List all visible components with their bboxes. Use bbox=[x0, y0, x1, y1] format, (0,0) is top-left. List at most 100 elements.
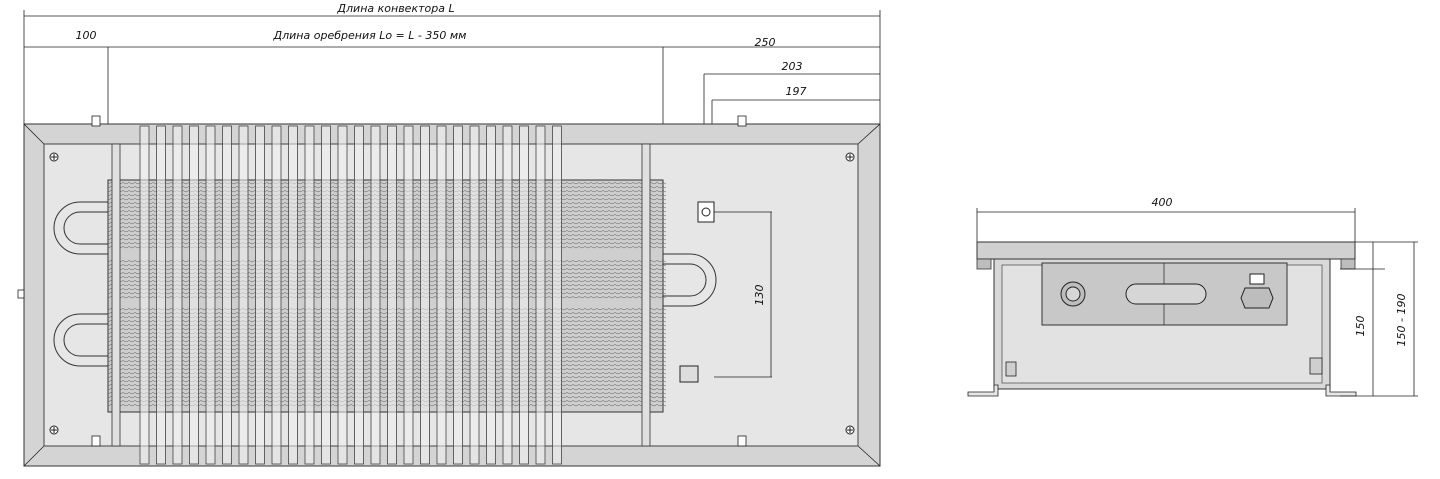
dim-right-250: 250 bbox=[755, 36, 776, 49]
fin-line bbox=[107, 190, 667, 193]
section-view: 400 150 150 - 190 bbox=[967, 196, 1418, 397]
bracket bbox=[737, 115, 747, 127]
grille-bar bbox=[238, 125, 249, 465]
fin-line bbox=[107, 332, 667, 335]
fin-line bbox=[107, 372, 667, 375]
screw-icon bbox=[49, 152, 59, 162]
fin-line bbox=[107, 344, 667, 347]
fin-line bbox=[107, 280, 667, 283]
fin-line bbox=[107, 242, 667, 245]
grille-bar bbox=[255, 125, 265, 465]
fin-line bbox=[107, 316, 667, 319]
slot-icon bbox=[1125, 283, 1207, 305]
fin-line bbox=[107, 202, 667, 205]
fin-line bbox=[107, 260, 667, 263]
fin-line bbox=[107, 284, 667, 287]
nut-icon bbox=[1240, 287, 1274, 309]
fin-line bbox=[107, 264, 667, 267]
fin-line bbox=[107, 380, 667, 383]
foot-screw bbox=[1005, 361, 1017, 377]
fin-line bbox=[107, 222, 667, 225]
grille-bar bbox=[189, 125, 199, 465]
grille-bar bbox=[486, 125, 496, 465]
screw-icon bbox=[845, 425, 855, 435]
fin-line bbox=[107, 352, 667, 355]
fin-line bbox=[107, 368, 667, 371]
fin-line bbox=[107, 186, 667, 189]
fin-line bbox=[107, 396, 667, 399]
fin-line bbox=[107, 234, 667, 237]
dim-vertical-130: 130 bbox=[753, 285, 766, 306]
fin-line bbox=[107, 364, 667, 367]
fin-line bbox=[107, 392, 667, 395]
section-height-150: 150 bbox=[1354, 316, 1367, 337]
grille-bar bbox=[271, 125, 282, 465]
screw-icon bbox=[845, 152, 855, 162]
fin-line bbox=[107, 336, 667, 339]
fin-line bbox=[107, 246, 667, 249]
section-width-label: 400 bbox=[1152, 196, 1173, 209]
heat-exchanger-pipes bbox=[53, 201, 717, 367]
fin-line bbox=[107, 384, 667, 387]
dim-right-203: 203 bbox=[782, 60, 803, 73]
dim-right-197: 197 bbox=[786, 85, 807, 98]
fin-line bbox=[107, 182, 667, 185]
fin-line bbox=[107, 404, 667, 407]
fin-line bbox=[107, 308, 667, 311]
fitting-icon bbox=[679, 365, 699, 383]
grille-bar bbox=[321, 125, 331, 465]
fin-line bbox=[107, 324, 667, 327]
fin-line bbox=[107, 340, 667, 343]
plan-view: Длина конвектора L 100 Длина оребрения L… bbox=[17, 2, 881, 467]
fin-line bbox=[107, 376, 667, 379]
section-height-150-190: 150 - 190 bbox=[1395, 294, 1408, 347]
fin-line bbox=[107, 218, 667, 221]
grille-bar bbox=[288, 125, 298, 465]
fins bbox=[107, 182, 667, 407]
foot-bracket-left bbox=[967, 384, 999, 397]
grille-bars bbox=[139, 125, 562, 465]
fin-line bbox=[107, 230, 667, 233]
fin-line bbox=[107, 292, 667, 295]
fin-line bbox=[107, 210, 667, 213]
fin-line bbox=[107, 348, 667, 351]
grille-bar bbox=[370, 125, 381, 465]
fin-line bbox=[107, 226, 667, 229]
grille-bar bbox=[139, 125, 150, 465]
fin-line bbox=[107, 328, 667, 331]
foot-screw bbox=[1309, 357, 1323, 375]
side-bracket bbox=[17, 289, 25, 299]
grille-bar bbox=[205, 125, 216, 465]
fin-line bbox=[107, 296, 667, 299]
grille-bar bbox=[354, 125, 364, 465]
grille-bar bbox=[156, 125, 166, 465]
grille-bar bbox=[172, 125, 183, 465]
vent-valve-icon bbox=[1249, 273, 1265, 285]
fin-line bbox=[107, 400, 667, 403]
fin-line bbox=[107, 268, 667, 271]
grille-bar bbox=[502, 125, 513, 465]
valve-icon bbox=[697, 201, 715, 223]
fin-line bbox=[107, 198, 667, 201]
support-left bbox=[111, 143, 121, 447]
fin-line bbox=[107, 320, 667, 323]
grille-bar bbox=[436, 125, 447, 465]
bracket bbox=[737, 435, 747, 447]
grille-bar bbox=[403, 125, 414, 465]
fin-line bbox=[107, 272, 667, 275]
grille-bar bbox=[387, 125, 397, 465]
fin-line bbox=[107, 388, 667, 391]
grille-bar bbox=[304, 125, 315, 465]
bracket bbox=[91, 115, 101, 127]
grille-bar bbox=[469, 125, 480, 465]
fin-line bbox=[107, 356, 667, 359]
convector-length-label: Длина конвектора L bbox=[336, 2, 454, 15]
fin-line bbox=[107, 206, 667, 209]
fin-length-label: Длина оребрения Lo = L - 350 мм bbox=[273, 29, 467, 42]
dim-left-100: 100 bbox=[76, 29, 97, 42]
grille-bar bbox=[552, 125, 562, 465]
grille-bar bbox=[535, 125, 546, 465]
grille-bar bbox=[420, 125, 430, 465]
bracket bbox=[91, 435, 101, 447]
